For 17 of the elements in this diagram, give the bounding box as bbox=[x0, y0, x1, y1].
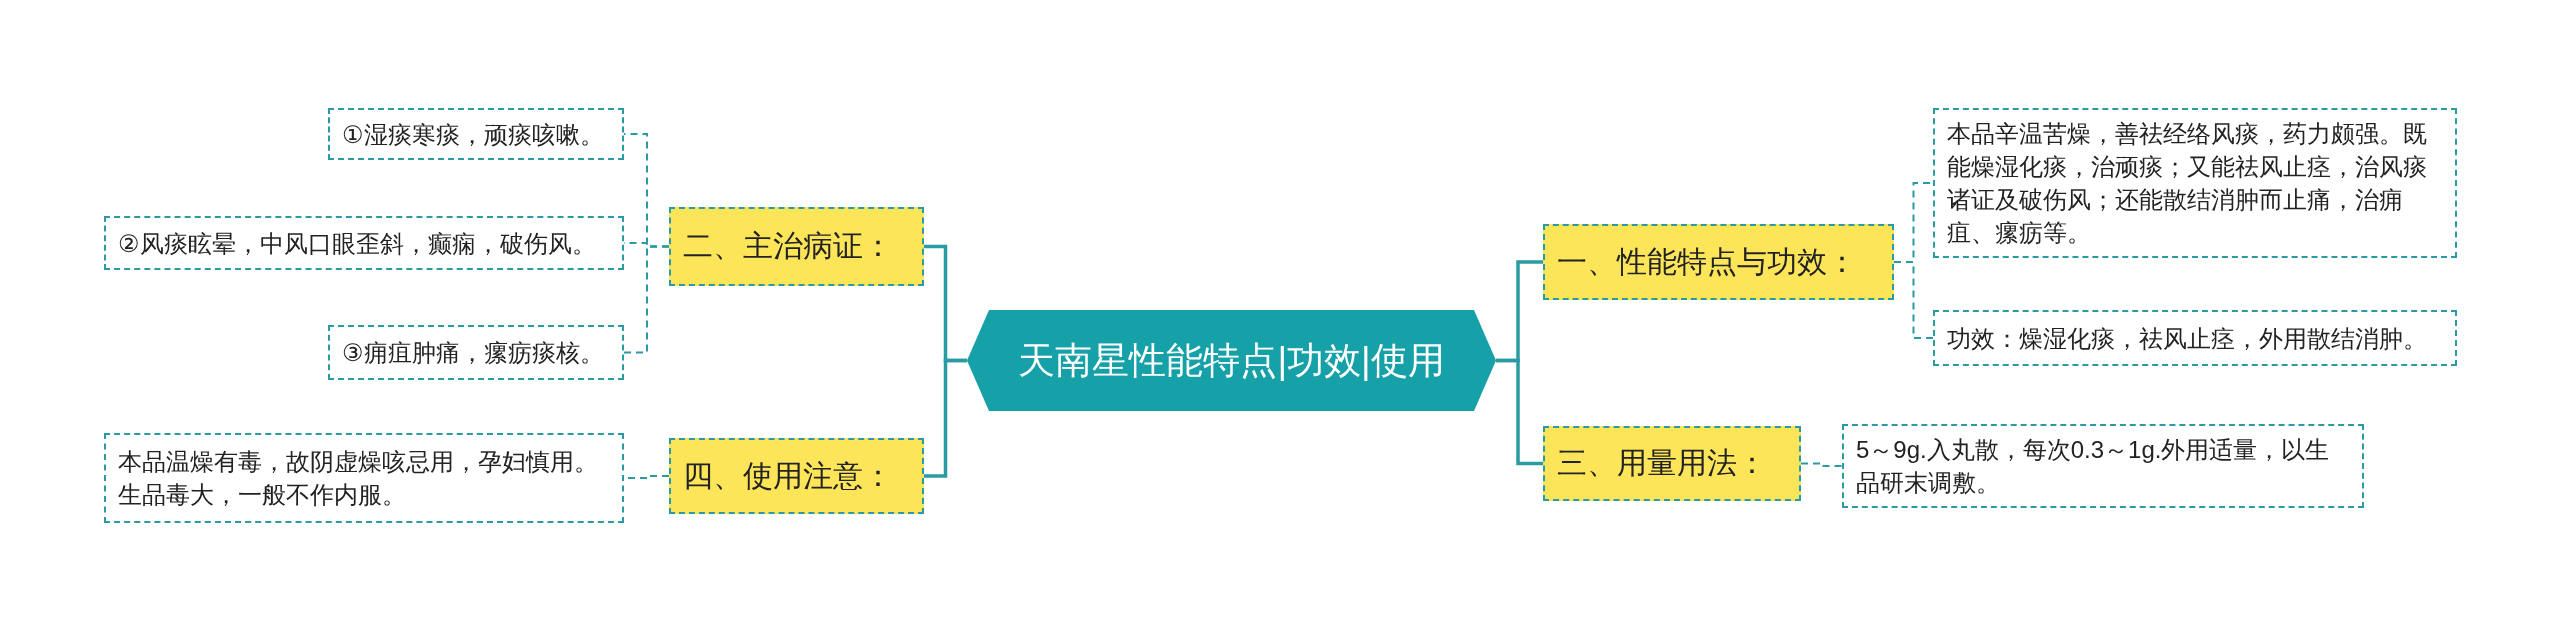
connector bbox=[924, 358, 967, 478]
central-topic-hexagon: 天南星性能特点|功效|使用 bbox=[967, 310, 1496, 411]
connector bbox=[1893, 261, 1934, 339]
connector bbox=[1496, 358, 1543, 466]
topic-box: 四、使用注意： bbox=[669, 438, 924, 514]
connector bbox=[1800, 462, 1843, 467]
topic-box: 二、主治病证： bbox=[669, 207, 924, 286]
connector bbox=[623, 245, 670, 354]
note-box: 5～9g.入丸散，每次0.3～1g.外用适量，以生品研末调敷。 bbox=[1842, 424, 2364, 508]
topic-box: 一、性能特点与功效： bbox=[1543, 224, 1894, 300]
note-box: ②风痰眩晕，中风口眼歪斜，癫痫，破伤风。 bbox=[104, 216, 624, 270]
note-box: ③痈疽肿痛，瘰疬痰核。 bbox=[328, 325, 624, 380]
topic-box: 三、用量用法： bbox=[1543, 426, 1801, 501]
note-box: 本品辛温苦燥，善祛经络风痰，药力颇强。既能燥湿化痰，治顽痰；又能祛风止痉，治风痰诸证及破伤风；还能散结消肿而止痛，治痈疽、瘰疬等。 bbox=[1933, 108, 2457, 258]
note-box: 本品温燥有毒，故阴虚燥咳忌用，孕妇慎用。生品毒大，一般不作内服。 bbox=[104, 433, 624, 523]
note-box: 功效：燥湿化痰，祛风止痉，外用散结消肿。 bbox=[1933, 310, 2457, 366]
note-box: ①湿痰寒痰，顽痰咳嗽。 bbox=[328, 108, 624, 160]
